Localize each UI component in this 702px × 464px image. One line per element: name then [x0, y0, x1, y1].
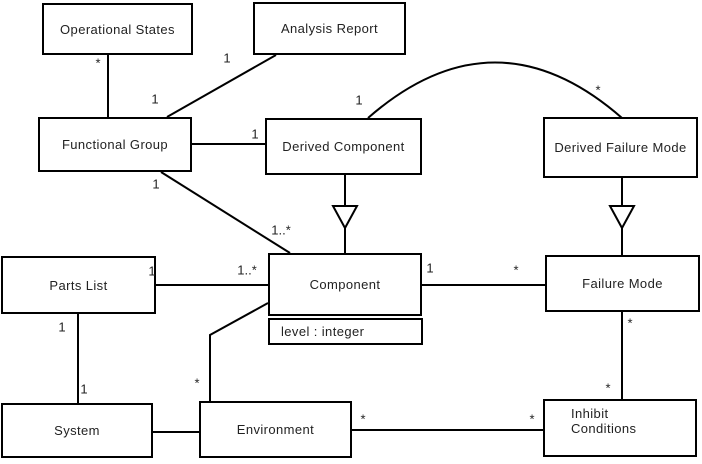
class-derived-failure-mode: Derived Failure Mode	[543, 117, 698, 178]
multiplicity-label: *	[627, 315, 633, 331]
multiplicity-label: 1	[80, 381, 88, 397]
generalization-arrow	[331, 205, 359, 231]
multiplicity-label: *	[194, 375, 200, 391]
class-component: Component	[268, 253, 422, 316]
multiplicity-label: 1	[426, 260, 434, 276]
class-functional-group: Functional Group	[38, 117, 192, 172]
class-failure-mode: Failure Mode	[545, 255, 700, 312]
class-inhibit-conditions: Inhibit Conditions	[543, 399, 697, 457]
multiplicity-label: *	[513, 262, 519, 278]
multiplicity-label: 1..*	[271, 222, 291, 238]
class-system: System	[1, 403, 153, 458]
edge-component-environment	[209, 302, 269, 401]
multiplicity-label: *	[605, 380, 611, 396]
multiplicity-label: *	[595, 82, 601, 98]
multiplicity-label: 1	[152, 176, 160, 192]
class-operational-states: Operational States	[42, 3, 193, 55]
edge-functional-group-component	[160, 171, 291, 254]
multiplicity-label: *	[529, 411, 535, 427]
multiplicity-label: 1	[148, 263, 156, 279]
class-component-attribute: level : integer	[268, 318, 423, 345]
class-derived-component: Derived Component	[265, 118, 422, 175]
edge-analysis-report-functional-group	[166, 54, 277, 118]
edge-derived-component-derived-failure-mode-arc	[367, 61, 623, 119]
multiplicity-label: 1	[355, 92, 363, 108]
class-environment: Environment	[199, 401, 352, 458]
multiplicity-label: 1	[223, 50, 231, 66]
multiplicity-label: 1	[58, 319, 66, 335]
multiplicity-label: 1	[151, 91, 159, 107]
class-analysis-report: Analysis Report	[253, 2, 406, 55]
multiplicity-label: 1	[251, 126, 259, 142]
class-parts-list: Parts List	[1, 256, 156, 314]
multiplicity-label: *	[95, 55, 101, 71]
generalization-arrow	[608, 205, 636, 231]
multiplicity-label: *	[360, 411, 366, 427]
multiplicity-label: 1..*	[237, 262, 257, 278]
class-inhibit-conditions-label: Inhibit Conditions	[571, 406, 637, 436]
